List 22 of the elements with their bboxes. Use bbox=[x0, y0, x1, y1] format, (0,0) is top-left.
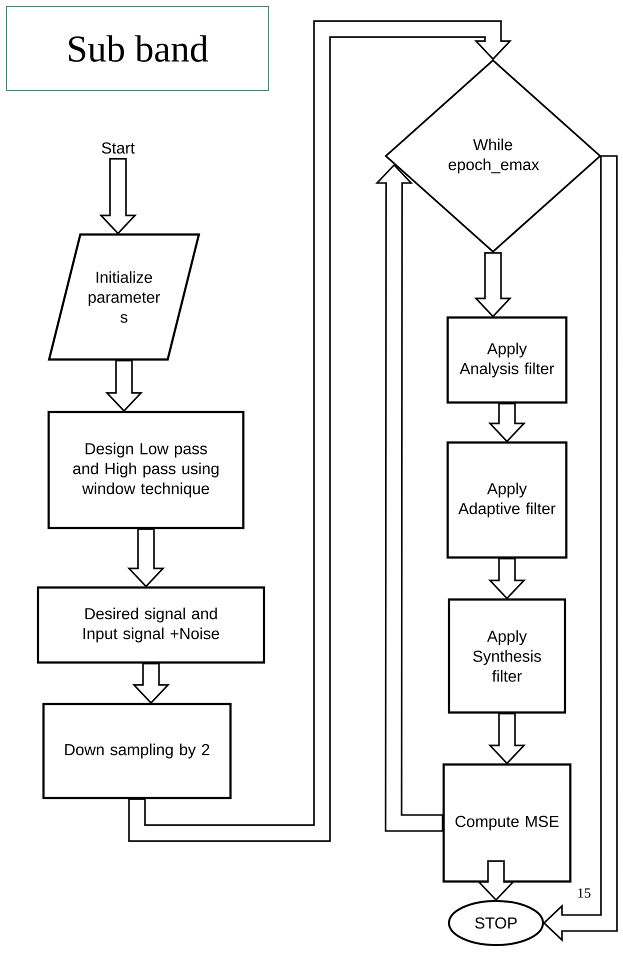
block-arrow bbox=[474, 252, 512, 318]
process-box: Compute MSE bbox=[442, 763, 572, 883]
block-arrow bbox=[105, 360, 143, 412]
start-label: Start bbox=[100, 141, 136, 155]
block-arrow bbox=[542, 155, 618, 942]
process-box: Desired signal and Input signal +Noise bbox=[36, 586, 266, 664]
process-box: Apply Analysis filter bbox=[446, 316, 568, 404]
page-number: 15 bbox=[578, 888, 590, 898]
block-arrow bbox=[488, 558, 526, 600]
process-box: Apply Adaptive filter bbox=[446, 441, 568, 559]
block-arrow bbox=[132, 662, 170, 704]
process-box: Design Low pass and High pass using window technique bbox=[48, 410, 244, 530]
block-arrow bbox=[127, 528, 165, 588]
block-arrow bbox=[488, 712, 526, 765]
block-arrow bbox=[99, 158, 137, 235]
block-arrow bbox=[488, 402, 526, 443]
title-box: Sub band bbox=[6, 6, 269, 91]
block-arrow bbox=[128, 20, 512, 842]
process-box: Apply Synthesis filter bbox=[448, 598, 566, 714]
block-arrow bbox=[477, 860, 515, 902]
process-box: Down sampling by 2 bbox=[42, 702, 232, 800]
block-arrow bbox=[375, 164, 444, 832]
